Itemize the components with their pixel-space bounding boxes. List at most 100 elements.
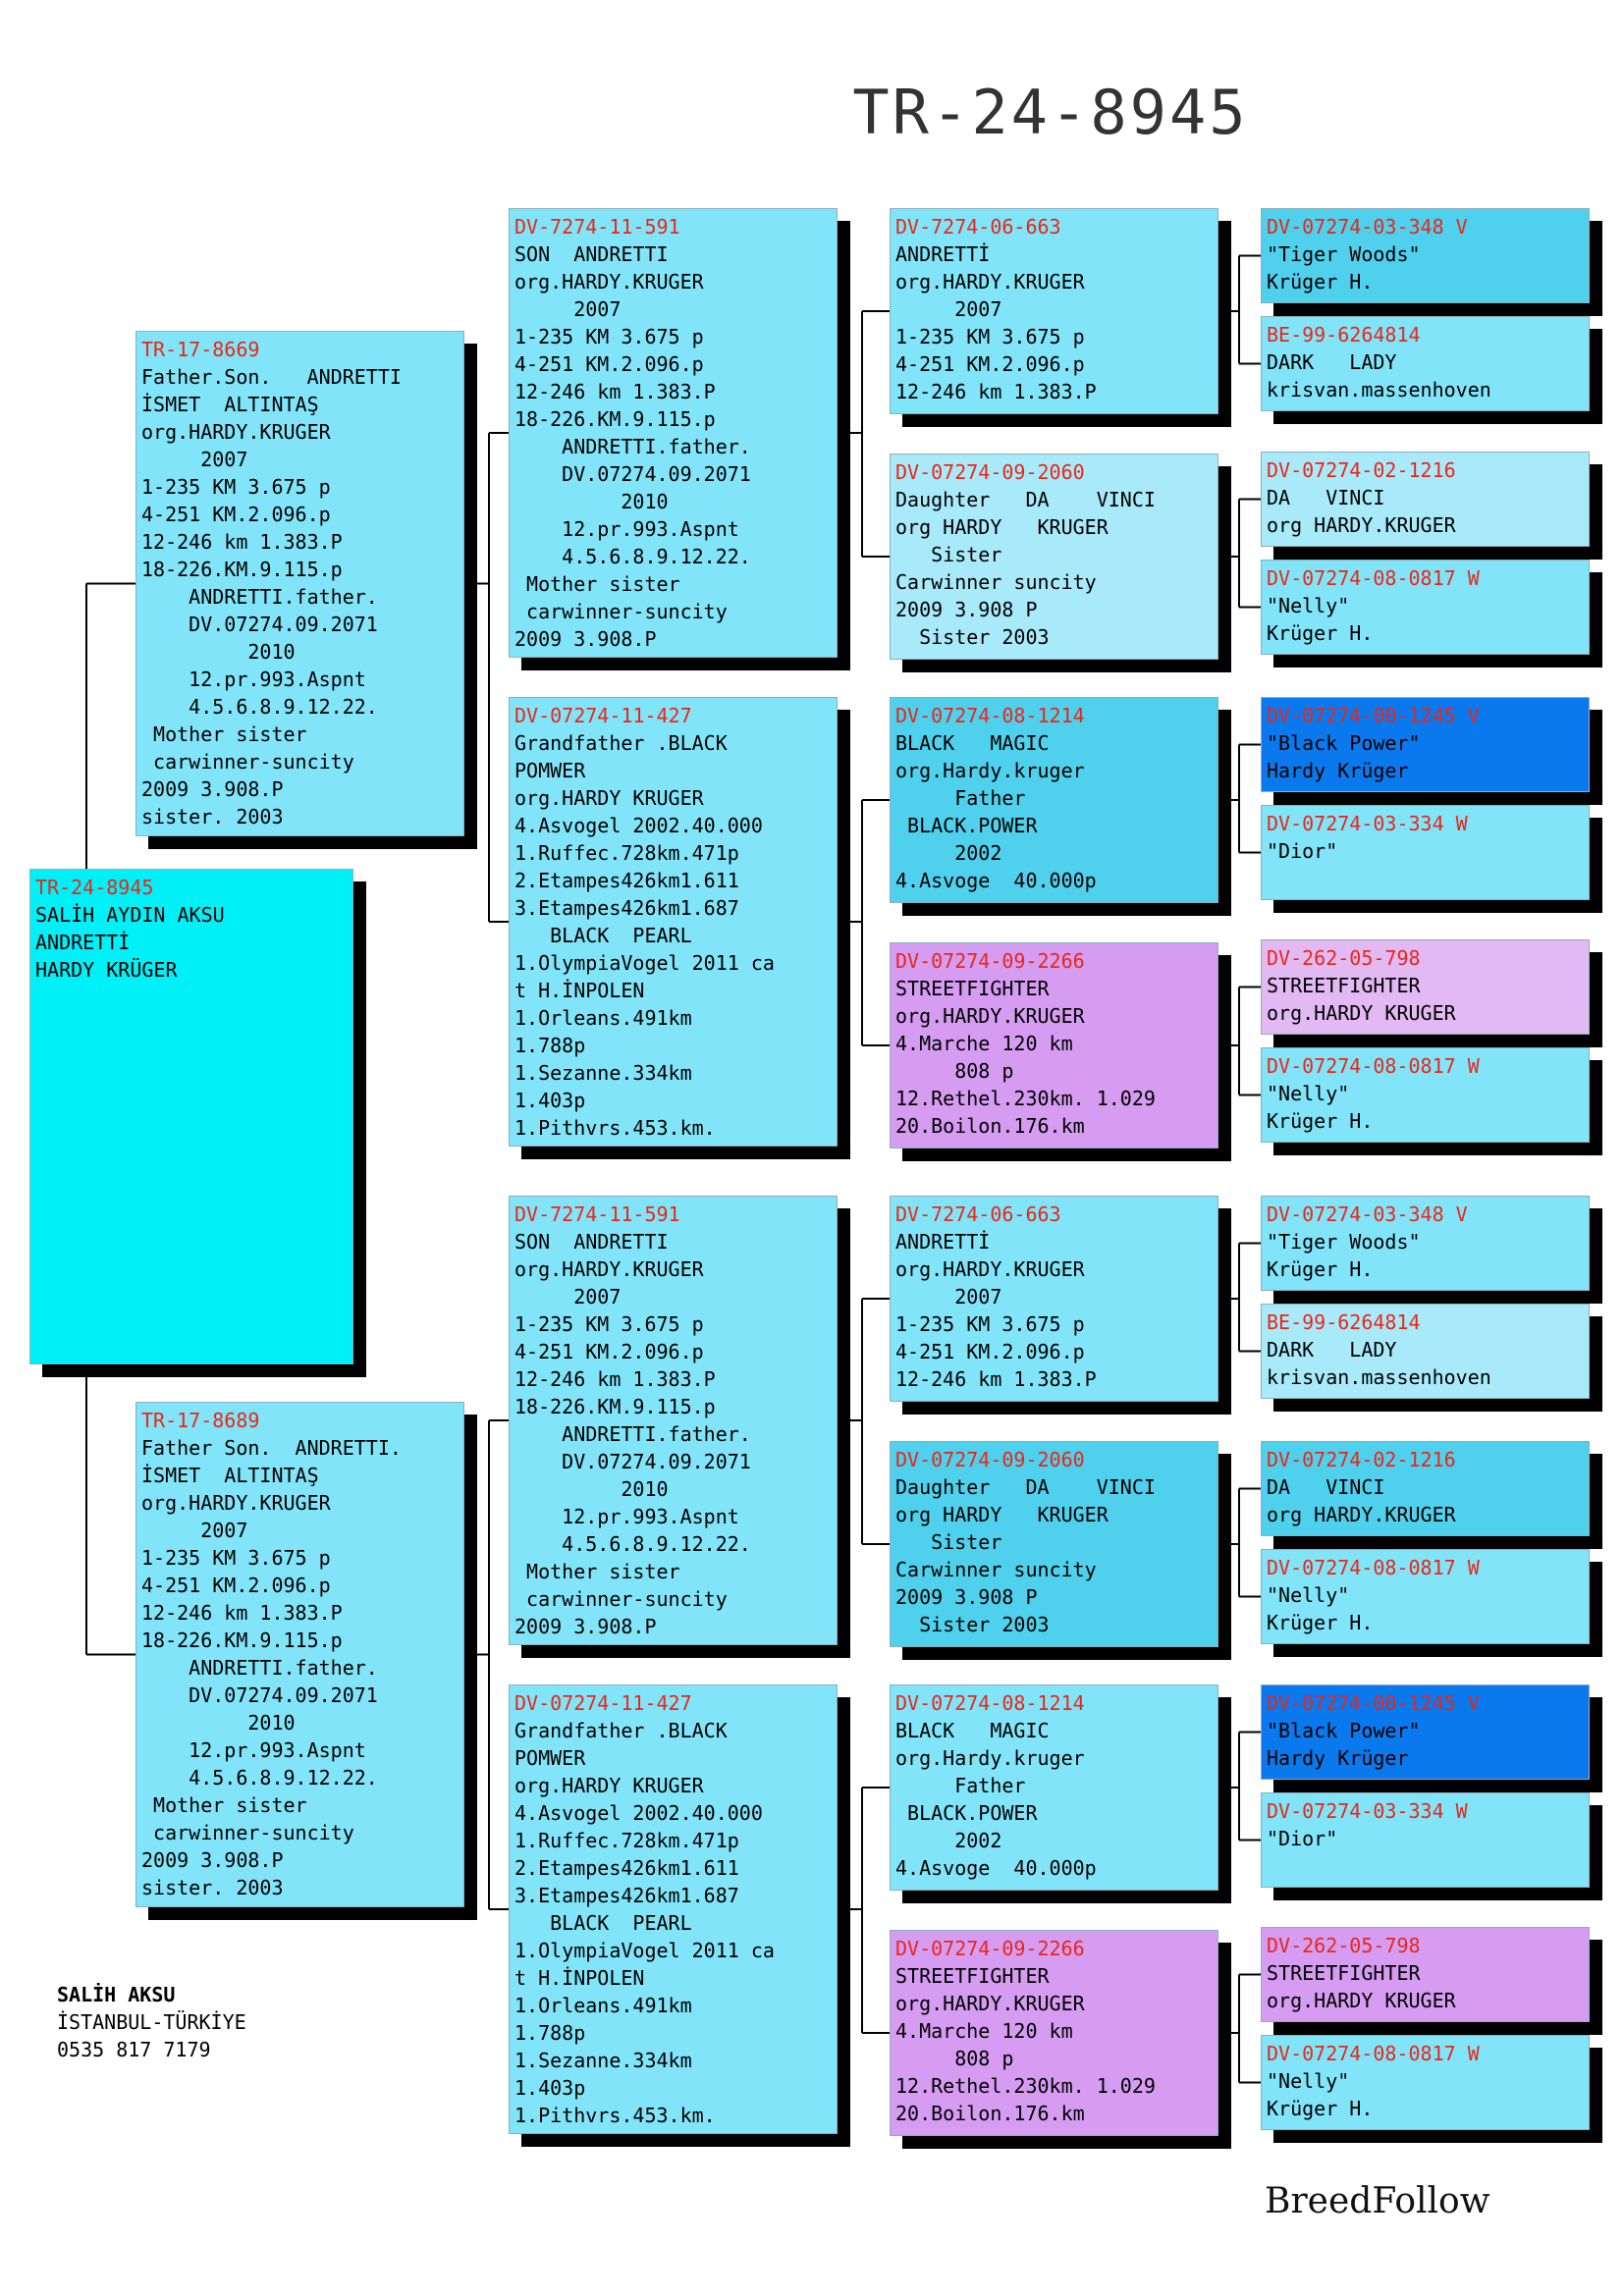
card-line: SON ANDRETTI xyxy=(514,242,669,266)
card-line: Father xyxy=(895,1774,1026,1797)
card-line: 1.788p xyxy=(514,1034,586,1057)
card-line: org.HARDY KRUGER xyxy=(1267,1989,1456,2012)
card-line: STREETFIGHTER xyxy=(1267,974,1421,997)
card-line: Father.Son. ANDRETTI xyxy=(141,365,402,389)
card-line: 12.Rethel.230km. 1.029 xyxy=(895,2074,1156,2098)
card-line: DA VINCI xyxy=(1267,486,1385,509)
card-line: DV.07274.09.2071 xyxy=(514,462,751,486)
card-line: 12.pr.993.Aspnt xyxy=(141,1738,366,1762)
card-line: Sister xyxy=(895,1530,1002,1554)
ring-number: DV-07274-03-348 V xyxy=(1267,1202,1468,1226)
card-line: 4-251 KM.2.096.p xyxy=(141,503,331,526)
card-line: Sister 2003 xyxy=(895,625,1050,649)
card-line: BLACK MAGIC xyxy=(895,731,1050,755)
card-line: 1-235 KM 3.675 p xyxy=(895,325,1085,348)
owner-location: İSTANBUL-TÜRKİYE xyxy=(57,2010,246,2034)
card-line: krisvan.massenhoven xyxy=(1267,1365,1491,1389)
card-line: 18-226.KM.9.115.p xyxy=(141,558,343,581)
card-line: org.HARDY.KRUGER xyxy=(514,1257,704,1281)
card-line: ANDRETTI.father. xyxy=(514,435,751,458)
ring-number: TR-24-8945 xyxy=(35,876,154,899)
ring-number: DV-07274-08-0817 W xyxy=(1267,566,1480,590)
ring-number: DV-07274-09-2266 xyxy=(895,1937,1085,1960)
card-line: 1.403p xyxy=(514,1089,586,1112)
card-line: BLACK MAGIC xyxy=(895,1719,1050,1742)
card-line: carwinner-suncity xyxy=(141,1821,354,1844)
card-line: "Tiger Woods" xyxy=(1267,1230,1421,1254)
card-line: 12-246 km 1.383.P xyxy=(514,1367,716,1391)
owner-info: SALİH AKSU İSTANBUL-TÜRKİYE 0535 817 717… xyxy=(57,1981,246,2063)
card-line: 4.5.6.8.9.12.22. xyxy=(514,545,751,568)
card-line: 1-235 KM 3.675 p xyxy=(895,1312,1085,1336)
card-line: 4-251 KM.2.096.p xyxy=(141,1574,331,1597)
card-line: 1.OlympiaVogel 2011 ca xyxy=(514,1939,775,1962)
ring-number: DV-07274-09-2060 xyxy=(895,1448,1085,1471)
card-line: Carwinner suncity xyxy=(895,570,1097,594)
card-line: SALİH AYDIN AKSU xyxy=(35,903,225,927)
card-line: sister. 2003 xyxy=(141,1876,284,1899)
ring-number: DV-7274-06-663 xyxy=(895,1202,1061,1226)
card-line: 4.Asvoge 40.000p xyxy=(895,869,1097,892)
card-line: krisvan.massenhoven xyxy=(1267,378,1491,401)
ring-number: BE-99-6264814 xyxy=(1267,1310,1421,1334)
card-line: DA VINCI xyxy=(1267,1475,1385,1499)
ring-number: DV-07274-08-1214 xyxy=(895,704,1085,727)
card-line: 2007 xyxy=(141,448,248,471)
card-line: org HARDY KRUGER xyxy=(895,1503,1109,1526)
card-line: org.HARDY KRUGER xyxy=(514,786,704,810)
ring-number: DV-07274-08-0817 W xyxy=(1267,1054,1480,1078)
card-line: 2009 3.908 P xyxy=(895,1585,1038,1609)
pedigree-card-h13: DV-07274-00-1245 V"Black Power"Hardy Krü… xyxy=(1261,1684,1590,1780)
card-line: 2009 3.908.P xyxy=(514,1615,657,1638)
card-line: 2007 xyxy=(895,1285,1002,1308)
card-line: 12-246 km 1.383.P xyxy=(895,380,1097,403)
card-line: "Nelly" xyxy=(1267,2069,1350,2093)
pedigree-card-h16: DV-07274-08-0817 W"Nelly"Krüger H. xyxy=(1261,2035,1590,2130)
card-line: "Dior" xyxy=(1267,839,1338,863)
card-line: STREETFIGHTER xyxy=(895,1964,1050,1988)
card-line: 4-251 KM.2.096.p xyxy=(514,1340,704,1363)
card-line: 1.788p xyxy=(514,2021,586,2045)
card-line: Mother sister xyxy=(141,1793,307,1817)
card-line: Father Son. ANDRETTI. xyxy=(141,1436,402,1460)
pedigree-card-h1: DV-07274-03-348 V"Tiger Woods"Krüger H. xyxy=(1261,208,1590,303)
ring-number: DV-07274-00-1245 V xyxy=(1267,704,1480,727)
card-line: Krüger H. xyxy=(1267,270,1374,294)
card-line: 12.pr.993.Aspnt xyxy=(514,1505,739,1528)
ring-number: BE-99-6264814 xyxy=(1267,323,1421,347)
card-line: 2009 3.908.P xyxy=(141,777,284,801)
card-line: 18-226.KM.9.115.p xyxy=(141,1629,343,1652)
card-line: DARK LADY xyxy=(1267,1338,1397,1362)
card-line: org.HARDY.KRUGER xyxy=(141,420,331,444)
card-line: 2007 xyxy=(514,297,622,321)
card-line: 4.5.6.8.9.12.22. xyxy=(514,1532,751,1556)
card-line: 3.Etampes426km1.687 xyxy=(514,896,739,920)
card-line: 2002 xyxy=(895,1829,1002,1852)
card-line: 2009 3.908.P xyxy=(141,1848,284,1872)
card-line: 2010 xyxy=(141,1711,296,1735)
ring-number: DV-07274-03-334 W xyxy=(1267,812,1468,835)
pedigree-card-h4: DV-07274-08-0817 W"Nelly"Krüger H. xyxy=(1261,560,1590,655)
card-line: Krüger H. xyxy=(1267,621,1374,645)
ring-number: DV-07274-11-427 xyxy=(514,704,692,727)
ring-number: DV-07274-08-0817 W xyxy=(1267,2042,1480,2065)
card-line: ANDRETTI.father. xyxy=(514,1422,751,1446)
card-line: org.HARDY KRUGER xyxy=(514,1774,704,1797)
card-line: DV.07274.09.2071 xyxy=(141,613,378,636)
card-line: 3.Etampes426km1.687 xyxy=(514,1884,739,1907)
card-line: BLACK PEARL xyxy=(514,1911,692,1935)
card-line: 2007 xyxy=(895,297,1002,321)
